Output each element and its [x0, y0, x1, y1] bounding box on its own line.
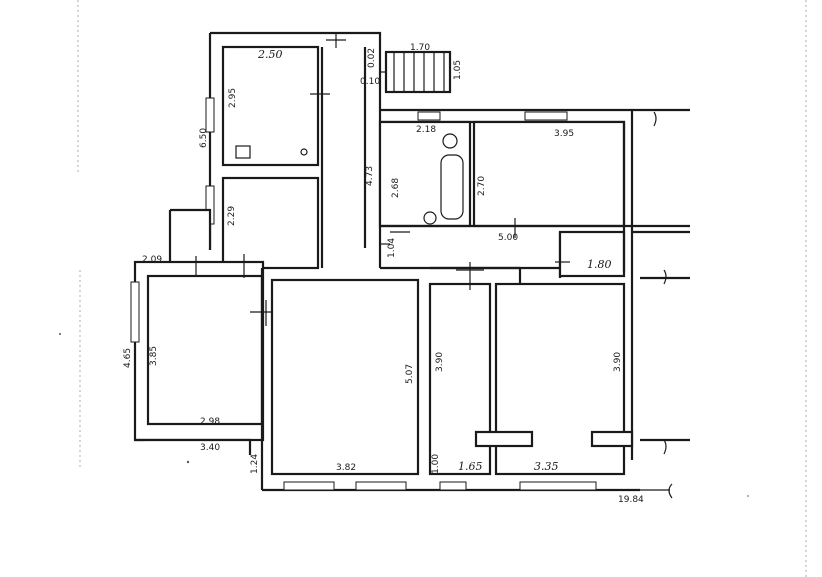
dim-6-50: 6.50: [199, 128, 209, 148]
scan-speck: [186, 460, 190, 464]
dim-2-98: 2.98: [200, 417, 220, 427]
ledge-top: [170, 208, 212, 250]
window-left-3: [130, 281, 140, 343]
room-2-50: [221, 45, 320, 167]
dim-3-90-right: 3.90: [613, 352, 623, 372]
dim-19-84: 19.84: [618, 495, 644, 505]
break-mark-bottom: [668, 483, 673, 499]
toilet-fixture: [442, 133, 458, 149]
lower-right-block: [428, 262, 673, 499]
dim-1-04: 1.04: [387, 238, 397, 258]
dim-4-73: 4.73: [365, 166, 375, 186]
break-mark-mid: [663, 269, 667, 285]
bathtub-fixture: [440, 154, 464, 220]
scan-speck: [747, 495, 749, 497]
dim-3-35: 3.35: [534, 460, 559, 473]
dim-3-40: 3.40: [200, 443, 220, 453]
dim-0-02: 0.02: [367, 48, 377, 68]
dim-3-82: 3.82: [336, 463, 356, 473]
dim-1-05: 1.05: [453, 60, 463, 80]
ledge-bottom: [135, 438, 252, 455]
window-left-1: [205, 97, 215, 133]
room-5-07-block: [260, 268, 640, 492]
sink-fixture: [300, 148, 308, 156]
right-strip: [622, 110, 690, 460]
dim-1-00: 1.00: [431, 454, 441, 474]
dim-3-95: 3.95: [554, 129, 574, 139]
room-5-07: [270, 278, 420, 476]
break-mark-top: [653, 111, 657, 127]
scan-speck: [59, 333, 61, 335]
stove-fixture: [235, 145, 251, 159]
dim-2-09: 2.09: [142, 255, 162, 265]
room-2-29: [221, 176, 320, 270]
stair-block: [384, 50, 452, 94]
dim-2-68: 2.68: [391, 178, 401, 198]
dim-1-24: 1.24: [250, 454, 260, 474]
dim-3-90-left: 3.90: [435, 352, 445, 372]
dim-0-10: 0.10: [360, 77, 380, 87]
upper-left-block: [205, 31, 382, 270]
dim-2-95: 2.95: [228, 88, 238, 108]
bath-block: [378, 108, 690, 278]
dim-2-50: 2.50: [257, 48, 283, 61]
dim-5-00: 5.00: [498, 233, 518, 243]
dim-1-80: 1.80: [587, 258, 612, 271]
partition-right: [590, 430, 634, 448]
window-bottom-3: [439, 481, 467, 491]
window-bottom-2: [355, 481, 407, 491]
dim-2-70: 2.70: [477, 176, 487, 196]
partition-left: [474, 430, 534, 448]
room-3-95: [472, 120, 626, 228]
dim-2-18: 2.18: [416, 125, 436, 135]
washbasin-fixture: [423, 211, 437, 225]
dim-4-65: 4.65: [123, 348, 133, 368]
left-room-block: [130, 208, 280, 455]
window-top-bath: [417, 111, 441, 121]
window-bottom-4: [519, 481, 597, 491]
dim-1-70: 1.70: [410, 43, 430, 53]
dim-1-65: 1.65: [458, 460, 483, 473]
dimension-labels: 2.50 1.70 1.05 0.02 0.10 2.95 6.50 4.73 …: [123, 43, 644, 505]
dim-5-07: 5.07: [405, 364, 415, 384]
stairs: [380, 50, 452, 94]
window-top-3-95: [524, 111, 568, 121]
room-3-85: [146, 274, 264, 426]
break-mark-low: [663, 439, 667, 455]
dim-3-85: 3.85: [149, 346, 159, 366]
window-bottom-1: [283, 481, 335, 491]
dim-2-29: 2.29: [227, 206, 237, 226]
